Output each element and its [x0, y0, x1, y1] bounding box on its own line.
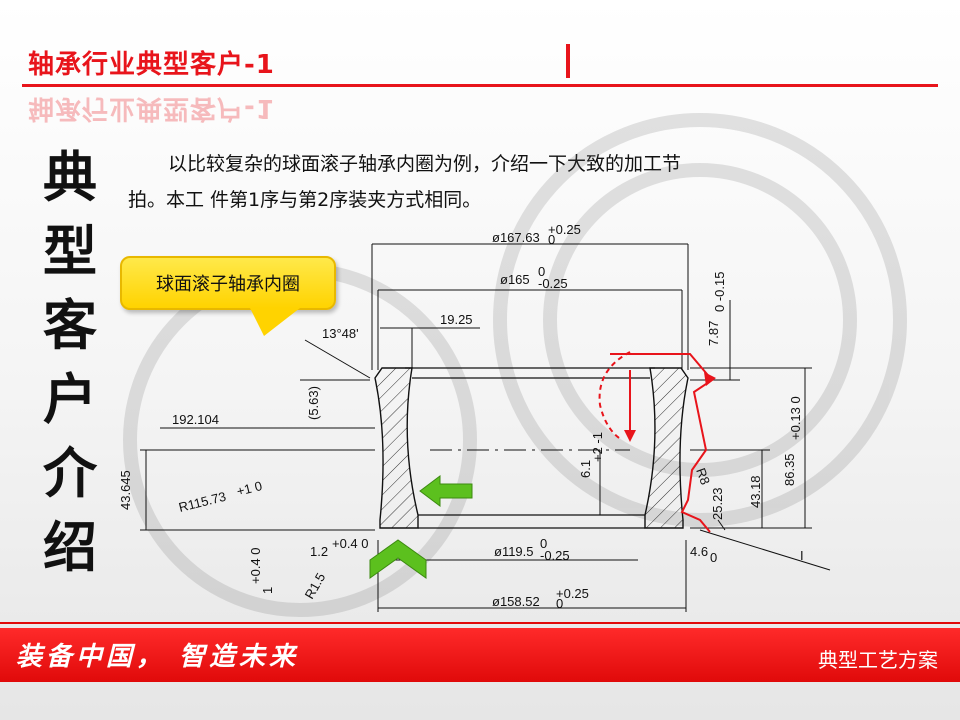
vertical-char: 户 [43, 367, 97, 431]
dim-25-23: 25.23 [710, 487, 725, 520]
dim-5-63: (5.63) [306, 386, 321, 420]
title-accent-bar [566, 44, 570, 78]
dim-4-6-tol: 0 [710, 550, 717, 565]
callout-part-name: 球面滚子轴承内圈 [120, 256, 336, 310]
vertical-char: 客 [43, 293, 97, 357]
dim-d167-tol-up: +0.25 [548, 222, 581, 237]
dim-192-104: 192.104 [172, 412, 219, 427]
dim-1-2: 1.2 [310, 544, 328, 559]
footer-slogan: 装备中国， 智造未来 [16, 642, 300, 672]
green-arrow-up-icon [369, 539, 427, 579]
vertical-section-title: 典 型 客 户 介 绍 [30, 140, 110, 584]
vertical-char: 介 [43, 441, 97, 505]
vertical-char: 典 [43, 145, 97, 209]
dim-19-25: 19.25 [440, 312, 473, 327]
dim-86-35-tol: +0.13 0 [788, 396, 803, 440]
vertical-char: 型 [43, 219, 97, 283]
dimension-lines [140, 243, 831, 612]
dim-r1-5: R1.5 [302, 570, 329, 601]
dim-1-tol: +0.4 0 [248, 547, 263, 584]
dim-6-1: 6.1 [578, 460, 593, 478]
dim-r115-tol: +1 0 [235, 478, 264, 499]
dim-43-645: 43.645 [118, 470, 133, 510]
dim-d158-52: ø158.52 [492, 594, 540, 609]
callout-tail [250, 308, 300, 336]
dim-1-2-tol: +0.4 0 [332, 536, 369, 551]
dim-r8: R8 [693, 466, 713, 487]
green-arrow-right-icon [419, 475, 473, 507]
dimension-labels: ø167.63 +0.25 0 ø165 0 -0.25 19.25 13°48… [118, 222, 804, 611]
dim-d165: ø165 [500, 272, 530, 287]
bore-lines [405, 367, 655, 529]
dim-1: 1 [260, 587, 275, 594]
footer-bar [0, 628, 960, 682]
footer-label: 典型工艺方案 [818, 648, 938, 672]
background-bearing-image [123, 113, 907, 617]
dim-d165-tol-low: -0.25 [538, 276, 568, 291]
dim-7-87: 7.87 [706, 321, 721, 346]
vertical-char: 绍 [43, 515, 97, 579]
clamp-arrows [369, 475, 473, 579]
tool-path-arrows [598, 351, 716, 533]
dim-d119-tol-up: 0 [540, 536, 547, 551]
dim-43-18: 43.18 [748, 475, 763, 508]
dim-d119-5: ø119.5 [494, 544, 534, 559]
dim-d165-tol-up: 0 [538, 264, 545, 279]
dim-86-35: 86.35 [782, 453, 797, 486]
ring-section-right [644, 367, 689, 529]
dim-d158-tol-low: 0 [556, 596, 563, 611]
dim-d158-tol-up: +0.25 [556, 586, 589, 601]
dim-d119-tol-low: -0.25 [540, 548, 570, 563]
section-mark: I [800, 548, 804, 563]
dim-d167-tol-low: 0 [548, 232, 555, 247]
slide-title: 轴承行业典型客户-1 [28, 50, 275, 80]
title-underline [22, 84, 938, 87]
dim-7-87-tol: 0 -0.15 [712, 272, 727, 312]
dim-d167: ø167.63 [492, 230, 540, 245]
dim-4-6: 4.6 [690, 544, 708, 559]
dim-r115: R115.73 [177, 489, 227, 515]
dim-angle: 13°48' [322, 326, 359, 341]
intro-paragraph: 以比较复杂的球面滚子轴承内圈为例，介绍一下大致的加工节拍。本工 件第1序与第2序… [128, 153, 682, 211]
ring-section-left [374, 367, 419, 529]
footer-divider [0, 622, 960, 624]
dim-6-1-tol: +2 -1 [590, 432, 605, 462]
